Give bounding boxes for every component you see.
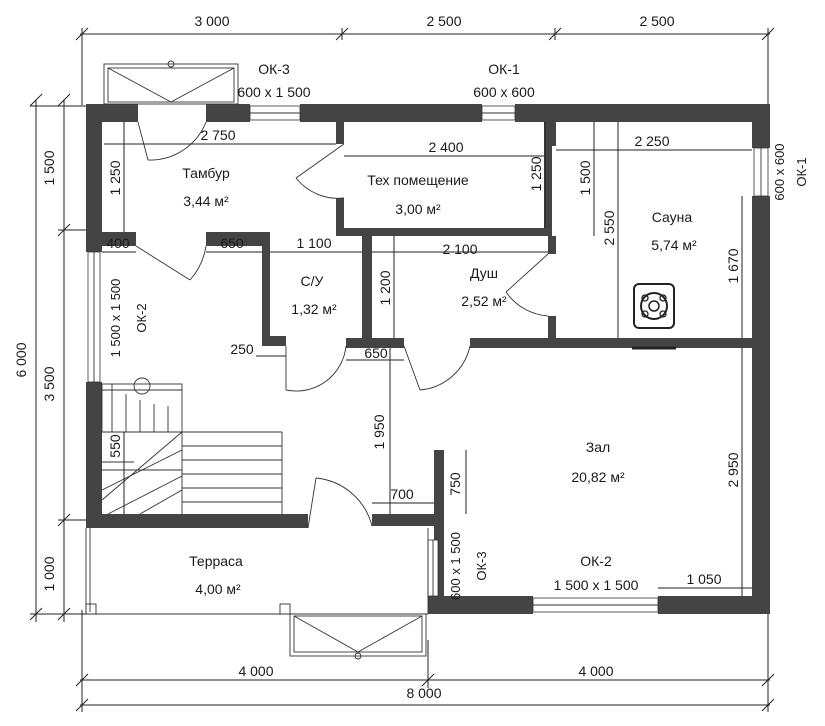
room-shower-name: Душ — [470, 265, 498, 281]
room-su-area: 1,32 м² — [291, 301, 337, 317]
dim-left-3: 3 500 — [41, 366, 57, 401]
dim-hall-height-1: 1 950 — [371, 414, 387, 449]
dim-su-width: 1 100 — [296, 235, 331, 251]
dim-650-a: 650 — [220, 235, 244, 251]
window-ok1-right-size: 600 х 600 — [772, 143, 787, 200]
dim-1050: 1 050 — [686, 571, 721, 587]
dim-tambur-width: 2 750 — [200, 127, 235, 143]
room-sauna-name: Сауна — [652, 209, 693, 225]
room-tech-name: Тех помещение — [367, 172, 469, 188]
dim-left-1: 1 500 — [41, 150, 57, 185]
dim-tech-height: 1 250 — [528, 156, 544, 191]
dim-left-2: 6 000 — [13, 342, 29, 377]
dim-700: 700 — [390, 486, 414, 502]
dim-top-1: 3 000 — [194, 13, 229, 29]
window-ok2-left-size: 1 500 х 1 500 — [108, 279, 123, 358]
window-ok3-inner-name: ОК-3 — [474, 551, 489, 580]
staircase — [101, 377, 283, 515]
dim-sauna-height-3: 1 670 — [725, 248, 741, 283]
windows — [87, 105, 769, 613]
dim-sauna-height-1: 1 500 — [577, 160, 593, 195]
walls — [86, 104, 770, 614]
room-sauna-area: 5,74 м² — [651, 237, 697, 253]
dim-sauna-height-2: 2 550 — [601, 210, 617, 245]
dim-650-b: 650 — [364, 345, 388, 361]
window-ok2-left-name: ОК-2 — [134, 303, 149, 332]
room-su-name: С/У — [301, 273, 324, 289]
window-ok2-bottom-size: 1 500 х 1 500 — [554, 577, 639, 593]
window-ok1-top-size: 600 х 600 — [473, 84, 535, 100]
dim-bottom-1: 4 000 — [238, 663, 273, 679]
dim-top-2: 2 500 — [426, 13, 461, 29]
room-hall-name: Зал — [586, 439, 610, 455]
porches — [85, 60, 429, 660]
room-terrace-name: Терраса — [189, 553, 243, 569]
dim-shower-width: 2 100 — [442, 241, 477, 257]
inner-dimension-lines — [102, 122, 752, 596]
dim-750: 750 — [447, 472, 463, 496]
window-ok1-top-name: ОК-1 — [488, 61, 520, 77]
window-ok3-inner-size: 600 х 1 500 — [448, 532, 463, 600]
dim-bottom-2: 4 000 — [578, 663, 613, 679]
dim-400: 400 — [106, 235, 130, 251]
dim-tambur-height: 1 250 — [107, 160, 123, 195]
room-hall-area: 20,82 м² — [571, 469, 625, 485]
window-ok3-top-size: 600 х 1 500 — [237, 84, 310, 100]
room-shower-area: 2,52 м² — [461, 293, 507, 309]
doors — [135, 121, 549, 529]
dim-left-4: 1 000 — [41, 556, 57, 591]
dim-top-3: 2 500 — [639, 13, 674, 29]
dim-stair-height: 550 — [107, 434, 123, 458]
sauna-stove-icon — [632, 283, 676, 350]
dim-sauna-width: 2 250 — [634, 133, 669, 149]
window-ok3-top-name: ОК-3 — [258, 61, 290, 77]
dim-tech-width: 2 400 — [428, 139, 463, 155]
room-tambur-name: Тамбур — [182, 165, 230, 181]
dim-shower-height: 1 200 — [377, 270, 393, 305]
room-tambur-area: 3,44 м² — [183, 193, 229, 209]
dimension-lines — [29, 27, 775, 712]
room-tech-area: 3,00 м² — [395, 201, 441, 217]
window-ok1-right-name: ОК-1 — [794, 157, 809, 186]
dim-hall-height-2: 2 950 — [725, 452, 741, 487]
dim-250: 250 — [230, 341, 254, 357]
window-ok2-bottom-name: ОК-2 — [580, 553, 612, 569]
dim-bottom-total: 8 000 — [406, 685, 441, 701]
room-terrace-area: 4,00 м² — [195, 581, 241, 597]
